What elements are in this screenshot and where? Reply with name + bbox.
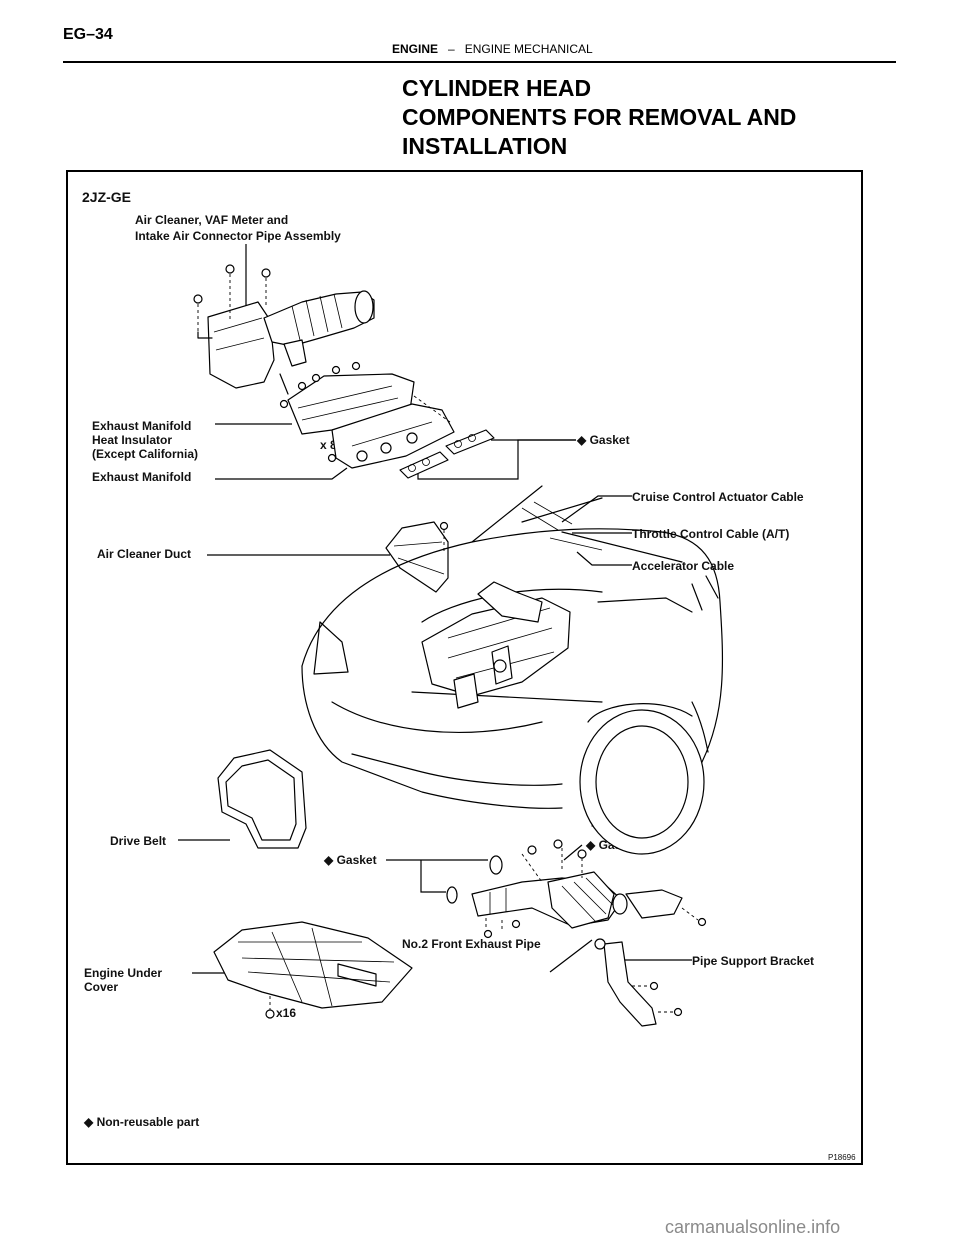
legend-non-reusable: ◆ Non-reusable part (83, 1115, 199, 1129)
title-line: CYLINDER HEAD (402, 75, 592, 101)
label-gasket-manifold: ◆ Gasket (576, 433, 630, 447)
watermark: carmanualsonline.info (665, 1217, 841, 1237)
page-title: CYLINDER HEAD COMPONENTS FOR REMOVAL AND… (402, 74, 796, 161)
label-air-cleaner-duct: Air Cleaner Duct (97, 547, 191, 561)
engine-under-cover (213, 921, 413, 1019)
label-air-cleaner-line2: Intake Air Connector Pipe Assembly (135, 229, 341, 243)
page-number: EG–34 (63, 26, 113, 43)
label-under-cover-line1: Engine Under (84, 966, 162, 980)
component-diagram: 2JZ-GE Air Cleaner, VAF Meter and Intake… (66, 170, 863, 1165)
label-cruise-cable: Cruise Control Actuator Cable (632, 490, 804, 504)
section-name: ENGINE (392, 42, 439, 56)
air-cleaner-assembly (193, 264, 375, 395)
label-heat-insulator-line2: Heat Insulator (92, 433, 172, 447)
label-pipe-support-bracket: Pipe Support Bracket (692, 954, 814, 968)
label-bolt-count-x8: x 8 (320, 438, 337, 452)
front-exhaust-pipe (446, 839, 707, 939)
vehicle-front-body (301, 485, 724, 855)
title-line: COMPONENTS FOR REMOVAL AND (402, 104, 797, 130)
label-bolt-count-x16: x16 (276, 1006, 296, 1020)
engine-block (421, 581, 571, 709)
figure-id: P18696 (828, 1153, 856, 1162)
label-air-cleaner-line1: Air Cleaner, VAF Meter and (135, 213, 288, 227)
leader-lines (178, 244, 692, 974)
subsection-name: ENGINE MECHANICAL (464, 42, 593, 56)
label-drive-belt: Drive Belt (110, 834, 166, 848)
label-throttle-cable: Throttle Control Cable (A/T) (632, 527, 789, 541)
label-accelerator-cable: Accelerator Cable (632, 559, 734, 573)
air-cleaner-duct (385, 521, 449, 593)
header-separator: – (448, 42, 455, 56)
label-under-cover-line2: Cover (84, 980, 118, 994)
exhaust-manifold-group (279, 361, 495, 479)
drive-belt (217, 749, 307, 849)
label-front-exhaust-pipe: No.2 Front Exhaust Pipe (402, 937, 541, 951)
pipe-support-bracket (594, 938, 683, 1027)
running-head: ENGINE–ENGINE MECHANICAL (392, 42, 593, 56)
label-heat-insulator-line3: (Except California) (92, 447, 198, 461)
title-line: INSTALLATION (402, 133, 568, 159)
label-heat-insulator-line1: Exhaust Manifold (92, 419, 191, 433)
header-rule (63, 61, 896, 63)
label-gasket-pipe-left: ◆ Gasket (323, 853, 377, 867)
model-label: 2JZ-GE (82, 189, 131, 205)
label-exhaust-manifold: Exhaust Manifold (92, 470, 191, 484)
